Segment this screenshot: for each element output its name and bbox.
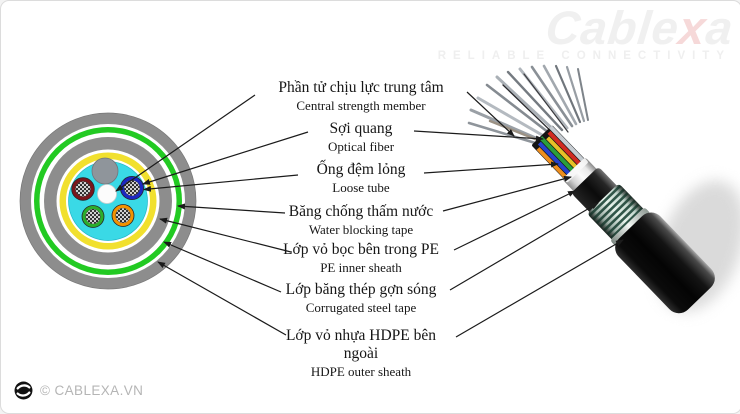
cable-cross-section bbox=[19, 112, 197, 290]
footer-watermark: © CABLEXA.VN bbox=[14, 381, 143, 400]
arrow-pe-inner-sheath-left bbox=[159, 217, 292, 253]
brand-watermark: Cablexa RELIABLE CONNECTIVITY bbox=[435, 1, 736, 62]
arrow-optical-fiber-left bbox=[142, 131, 309, 185]
wordmark-post: a bbox=[703, 1, 736, 54]
brand-wordmark: Cablexa bbox=[435, 1, 736, 54]
central-strength-member bbox=[97, 184, 117, 204]
arrow-loose-tube-right bbox=[423, 161, 559, 174]
exposed-pe-inner-sheath bbox=[572, 168, 620, 215]
arrow-central-strength-member-right bbox=[466, 91, 515, 137]
loose-tube-orange bbox=[111, 204, 135, 227]
cable-3d-view bbox=[467, 64, 740, 314]
loose-tube-green bbox=[81, 205, 105, 228]
copyright-text: © CABLEXA.VN bbox=[40, 383, 144, 398]
exposed-water-blocking-tape bbox=[563, 158, 600, 194]
arrow-optical-fiber-right bbox=[413, 130, 544, 142]
filler-rod bbox=[91, 157, 119, 185]
arrow-hdpe-outer-sheath-left bbox=[157, 261, 287, 336]
strength-yarn-fan bbox=[467, 64, 589, 147]
brand-tagline: RELIABLE CONNECTIVITY bbox=[437, 50, 731, 62]
arrow-water-blocking-tape-left bbox=[177, 203, 286, 214]
arrow-central-strength-member-left bbox=[115, 94, 256, 192]
cablexa-mark-icon bbox=[14, 381, 33, 400]
arrow-corrugated-steel-tape-right bbox=[449, 202, 599, 291]
exposed-hdpe-outer-jacket bbox=[615, 212, 715, 314]
loose-tube-maroon bbox=[71, 177, 95, 201]
leader-arrows bbox=[115, 91, 624, 338]
arrow-loose-tube-left bbox=[143, 174, 299, 192]
arrow-water-blocking-tape-right bbox=[442, 175, 572, 212]
arrow-pe-inner-sheath-right bbox=[453, 190, 576, 251]
arrow-hdpe-outer-sheath-right bbox=[455, 239, 624, 338]
wordmark-pre: Cable bbox=[542, 1, 682, 54]
cable-body bbox=[532, 125, 715, 314]
arrow-corrugated-steel-tape-left bbox=[163, 241, 282, 293]
